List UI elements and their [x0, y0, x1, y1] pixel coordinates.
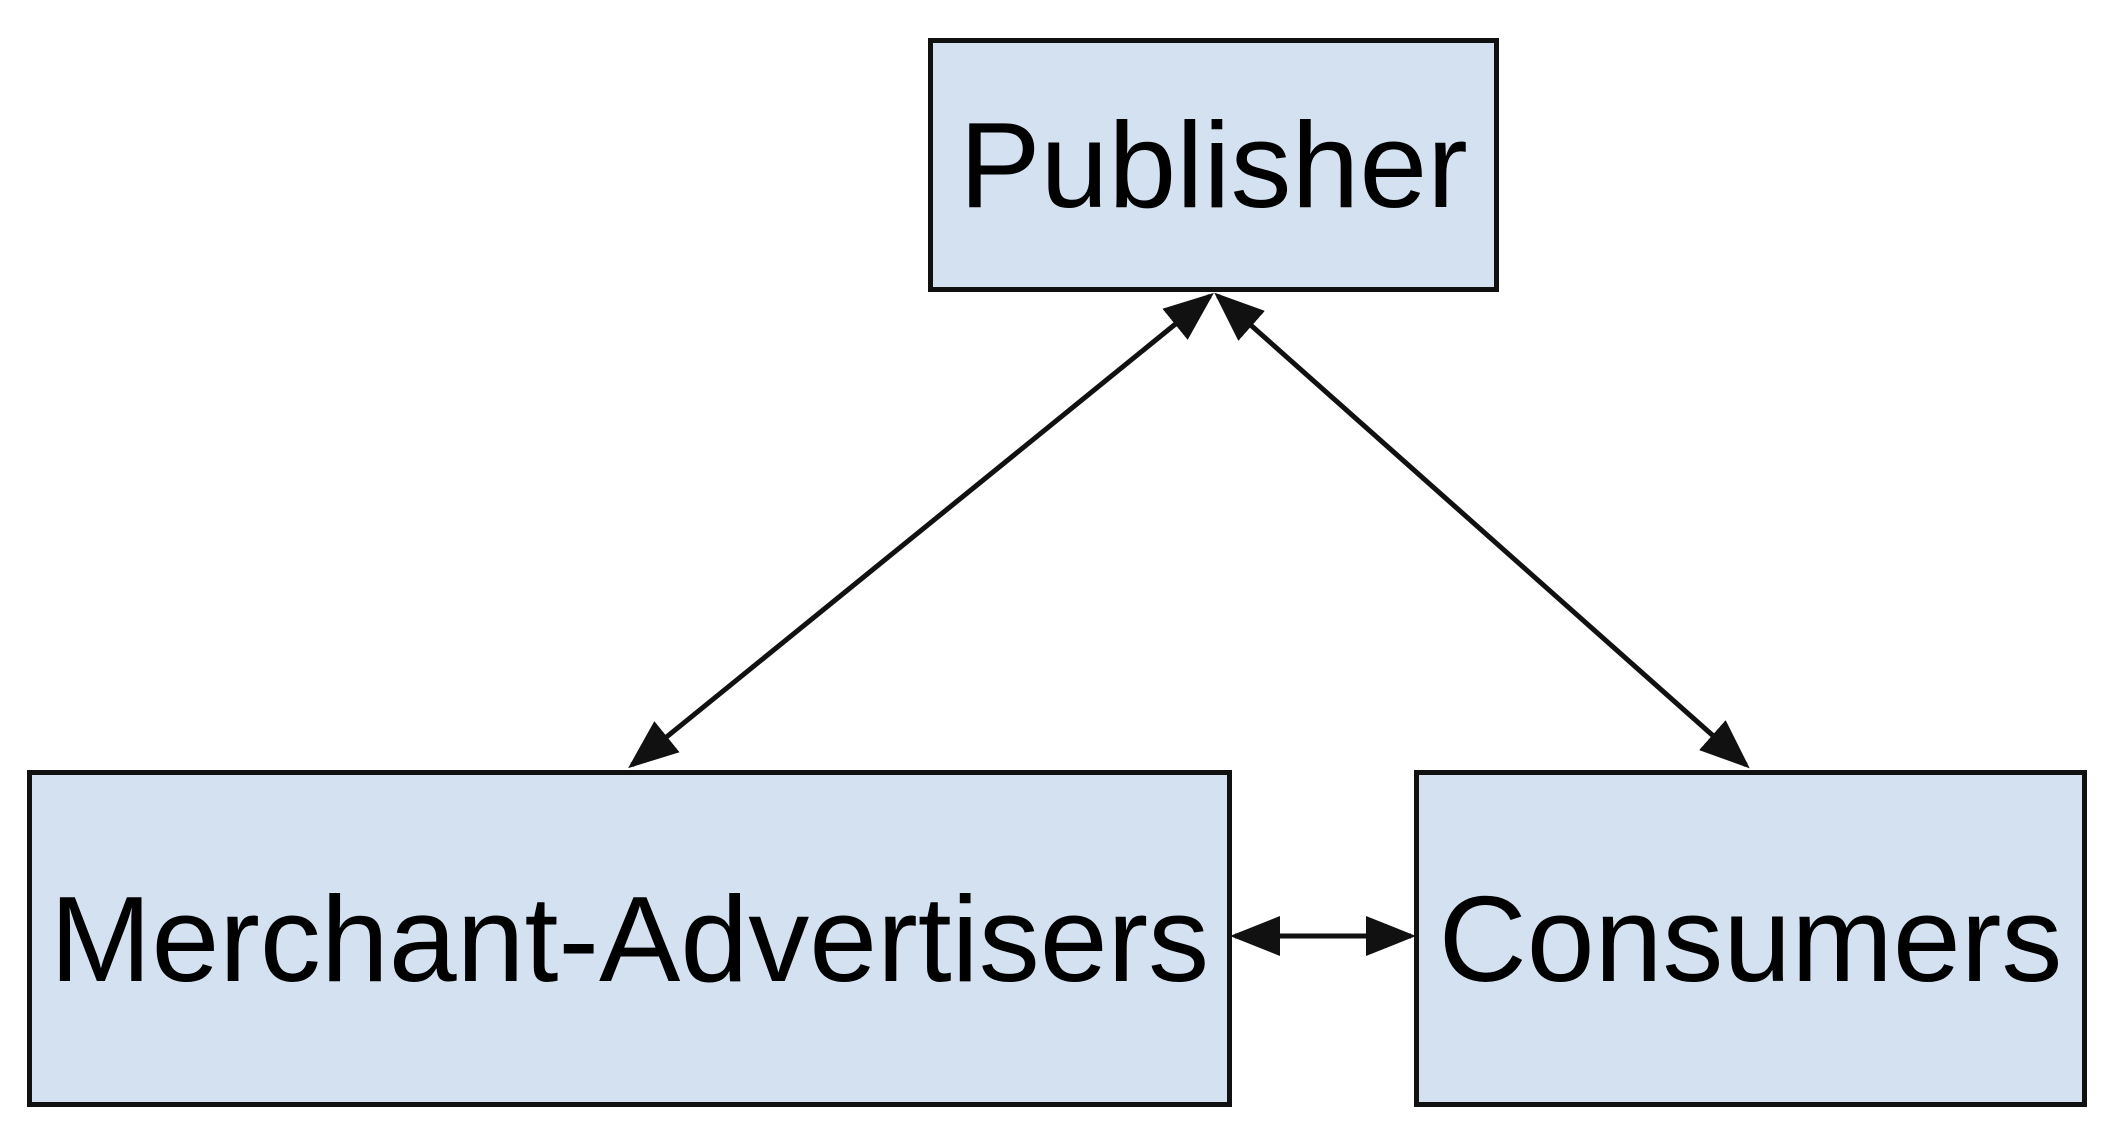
node-consumers-label: Consumers: [1438, 870, 2063, 1007]
node-merchant-advertisers: Merchant-Advertisers: [27, 770, 1232, 1107]
node-publisher-label: Publisher: [959, 97, 1468, 233]
node-merchant-advertisers-label: Merchant-Advertisers: [49, 870, 1210, 1007]
node-consumers: Consumers: [1414, 770, 2087, 1107]
edge-publisher-merchant: [628, 292, 1214, 769]
node-publisher: Publisher: [928, 38, 1499, 292]
edge-publisher-consumers: [1214, 292, 1750, 769]
